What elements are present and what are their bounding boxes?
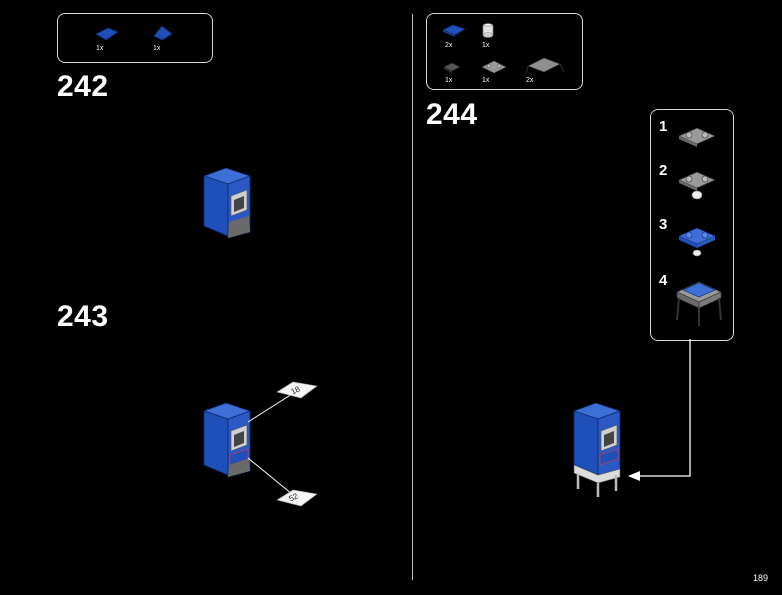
dark-grey-tile-icon (443, 62, 461, 73)
part-qty: 2x (445, 42, 453, 49)
arcade-cabinet-model-242 (202, 167, 252, 239)
page-number: 189 (752, 573, 768, 583)
part-qty: 1x (482, 77, 490, 84)
substep-number: 1 (659, 118, 668, 135)
sticker-18-icon (276, 381, 318, 399)
step-number-244: 244 (426, 98, 478, 131)
substep-number: 3 (659, 216, 668, 233)
step-number-242: 242 (57, 70, 109, 103)
grey-plate-with-round-substep-2-icon (678, 171, 716, 200)
white-round-brick-icon (482, 23, 494, 38)
blue-tile-wedge-right-icon (153, 25, 173, 41)
grey-plate-substep-1-icon (678, 127, 716, 147)
grey-plate-with-clips-icon (481, 60, 507, 74)
sticker-52-icon (276, 489, 318, 507)
grey-bracket-icon (525, 57, 565, 75)
stand-assembly-substep-4-icon (676, 281, 722, 326)
substep-callout: 1 2 3 4 (650, 109, 734, 341)
part-qty: 1x (482, 42, 490, 49)
page-divider (412, 14, 413, 580)
part-qty: 1x (153, 45, 161, 52)
parts-callout-242: 1x 1x (57, 13, 213, 63)
substep-number: 4 (659, 272, 668, 289)
part-qty: 1x (96, 45, 104, 52)
blue-tile-wedge-left-icon (95, 27, 119, 41)
parts-callout-244: 2x 1x 1x 1x 2x (426, 13, 583, 90)
step-number-243: 243 (57, 300, 109, 333)
arcade-cabinet-model-244 (572, 402, 622, 497)
blue-plate-substep-3-icon (678, 227, 716, 257)
part-qty: 2x (526, 77, 534, 84)
arcade-cabinet-model-243 (202, 402, 252, 478)
part-qty: 1x (445, 77, 453, 84)
blue-plate-1x2-icon (442, 24, 466, 37)
substep-number: 2 (659, 162, 668, 179)
